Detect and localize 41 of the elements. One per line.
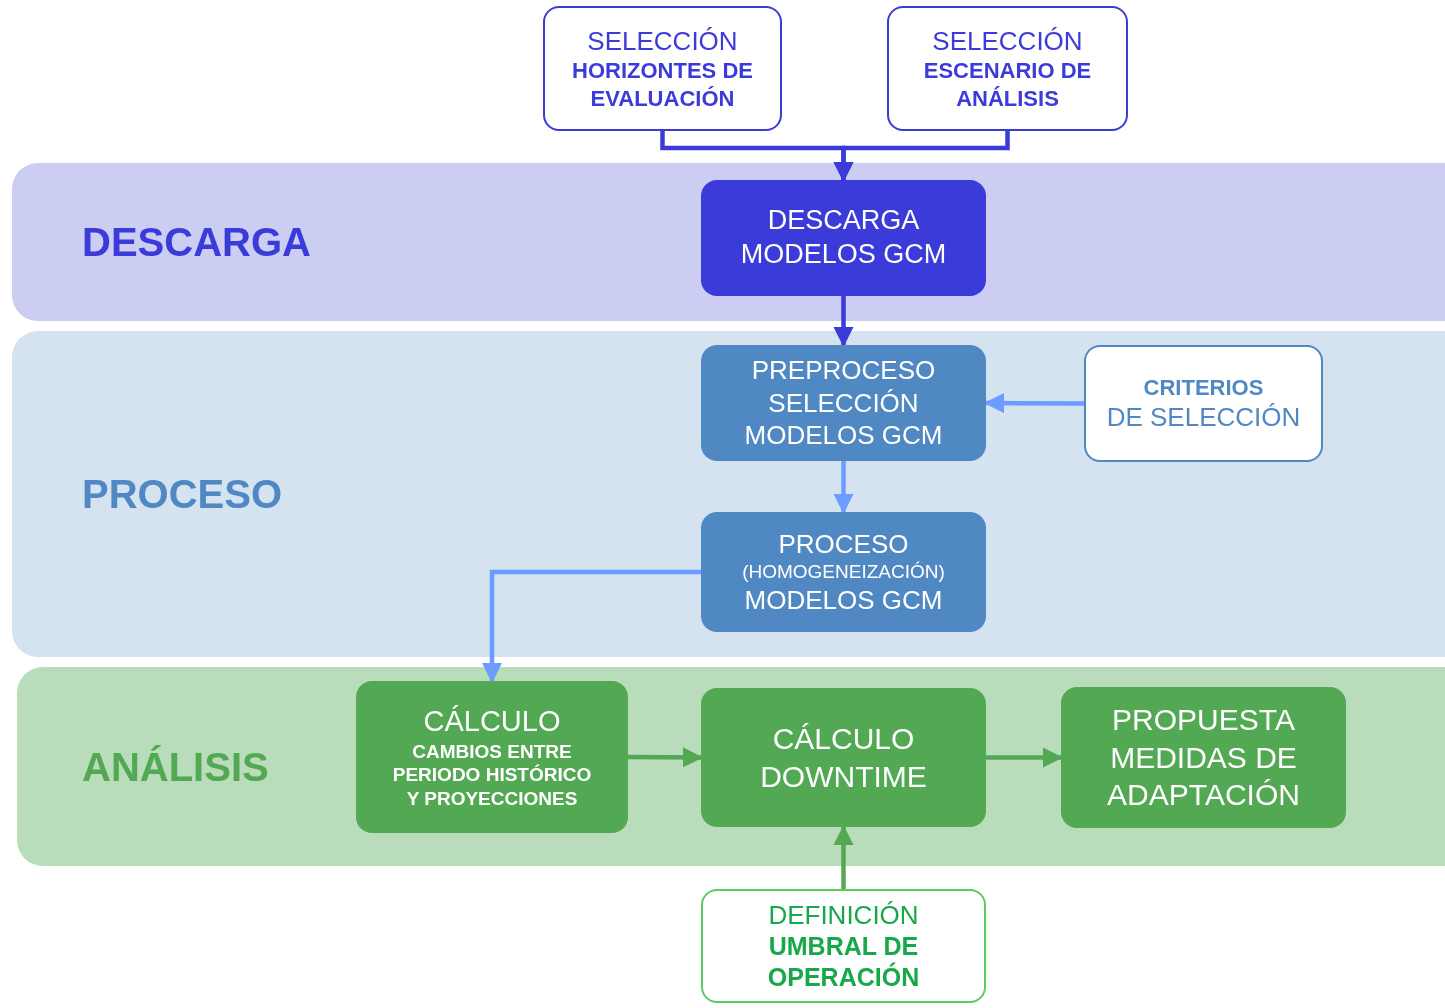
process-box bbox=[701, 512, 986, 632]
process-box bbox=[356, 681, 628, 833]
lane-title: ANÁLISIS bbox=[82, 744, 269, 789]
input-box bbox=[1084, 345, 1323, 462]
arrow bbox=[833, 296, 854, 348]
process-box bbox=[701, 180, 986, 296]
box-text: CÁLCULO DOWNTIME bbox=[759, 721, 928, 795]
box-text: DE SELECCIÓN bbox=[1106, 401, 1301, 434]
box-text: CAMBIOS ENTRE PERIODO HISTÓRICO Y PROYECCIONES bbox=[391, 739, 593, 811]
input-box bbox=[701, 889, 986, 1003]
lane-title: PROCESO bbox=[82, 471, 283, 517]
box-text: CÁLCULO bbox=[423, 704, 561, 740]
swimlane-band bbox=[17, 667, 1445, 866]
box-text: UMBRAL DE OPERACIÓN bbox=[766, 931, 921, 994]
box-text: MODELOS GCM bbox=[744, 583, 943, 617]
box-text: HORIZONTES DE EVALUACIÓN bbox=[571, 57, 754, 113]
arrow bbox=[628, 747, 703, 768]
box-text: CRITERIOS bbox=[1143, 373, 1264, 401]
arrow bbox=[984, 392, 1084, 414]
input-box bbox=[887, 6, 1128, 131]
swimlane-band bbox=[12, 163, 1445, 321]
box-text: SELECCIÓN bbox=[932, 24, 1083, 58]
process-box bbox=[701, 688, 986, 827]
arrow bbox=[833, 825, 854, 889]
process-box bbox=[1061, 687, 1346, 828]
input-box bbox=[543, 6, 782, 131]
process-box bbox=[701, 345, 986, 461]
box-text: ESCENARIO DE ANÁLISIS bbox=[922, 57, 1093, 113]
arrow bbox=[833, 131, 1010, 183]
arrow bbox=[833, 461, 854, 515]
box-text: DESCARGA MODELOS GCM bbox=[739, 204, 948, 271]
box-text: DEFINICIÓN bbox=[768, 898, 919, 931]
box-text: PROCESO bbox=[778, 527, 909, 561]
box-text: (HOMOGENEIZACIÓN) bbox=[742, 560, 945, 584]
arrow bbox=[986, 747, 1064, 768]
box-text: PROPUESTA MEDIDAS DE ADAPTACIÓN bbox=[1106, 702, 1301, 814]
box-text: SELECCIÓN bbox=[587, 24, 738, 58]
arrow bbox=[481, 569, 701, 684]
box-text: PREPROCESO SELECCIÓN MODELOS GCM bbox=[743, 354, 944, 452]
swimlane-band bbox=[12, 331, 1445, 657]
lane-title: DESCARGA bbox=[82, 219, 311, 265]
